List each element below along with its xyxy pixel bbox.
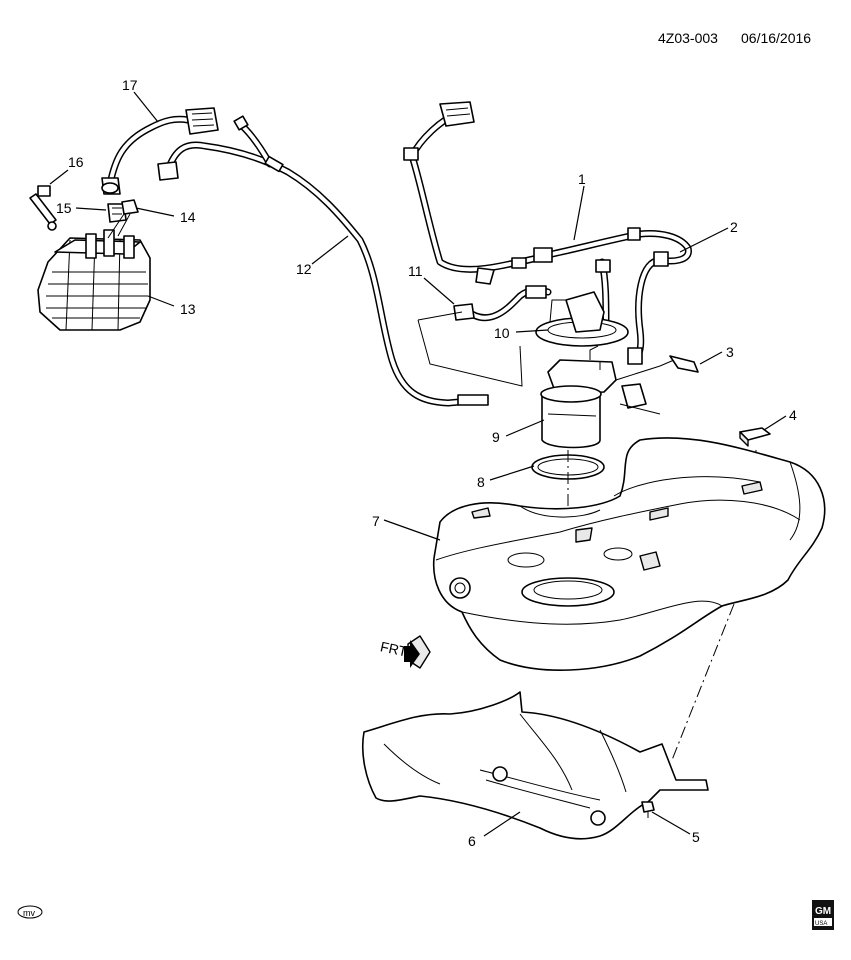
callout-15: 15 [56,200,72,216]
callout-2: 2 [730,219,738,235]
callout-17: 17 [122,77,138,93]
callout-6: 6 [468,833,476,849]
front-direction-arrow: FRT [379,635,431,669]
callout-5: 5 [692,829,700,845]
vent-valve [107,199,139,239]
callout-11: 11 [408,263,423,279]
fuel-pump-module-9 [540,345,699,449]
callout-numbers: 1 2 3 4 5 6 7 8 9 10 11 12 13 14 15 16 1… [56,77,797,849]
gm-logo: GM USA [812,900,834,930]
lock-ring-10 [535,291,629,347]
callout-14: 14 [180,209,196,225]
callout-12: 12 [296,261,312,277]
heat-shield-6 [361,691,709,840]
diagram-code: 4Z03-003 [658,30,718,46]
diagram-date: 06/16/2016 [741,30,811,46]
callout-leaders [49,91,787,837]
fuel-tank-7 [432,437,826,671]
callout-1: 1 [578,171,586,187]
callout-10: 10 [494,325,510,341]
gm-logo-text: GM [815,906,831,917]
callout-16: 16 [68,154,84,170]
callout-4: 4 [789,407,797,423]
callout-8: 8 [477,474,485,490]
callout-7: 7 [372,513,380,529]
front-direction-label: FRT [379,638,409,659]
mv-mark: mv [17,905,43,919]
alignment-line-shield [671,603,735,761]
gm-logo-subtext: USA [815,921,827,927]
insulator-pad-4 [739,427,771,447]
fastener-5 [641,801,655,818]
pressure-sensor [29,185,57,231]
mv-mark-text: mv [23,908,35,918]
callout-13: 13 [180,301,196,317]
evap-canister [37,229,151,331]
evap-hose-12 [157,115,489,407]
callout-9: 9 [492,429,500,445]
fuel-line-11 [417,285,552,387]
canister-harness-17 [101,107,219,195]
callout-3: 3 [726,344,734,360]
fuel-pump-harness-1 [403,101,692,365]
